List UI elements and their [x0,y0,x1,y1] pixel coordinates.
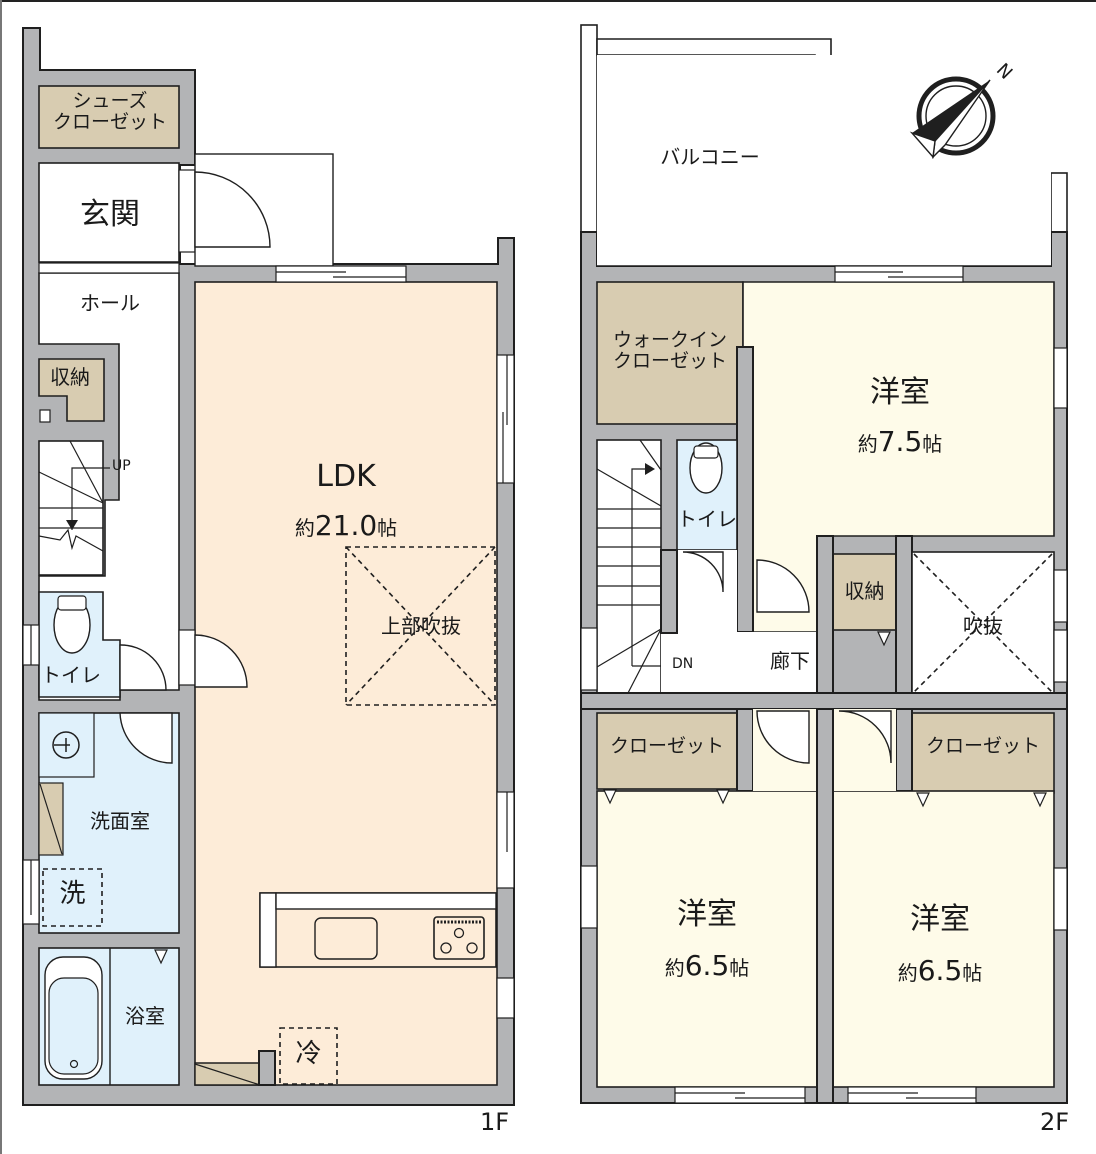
label-western-room-right-area: 約6.5帖 [897,954,983,987]
label-stairs-down: DN [672,656,694,672]
label-entrance: 玄関 [80,197,140,232]
floor-tag-1f: 1F [480,1108,510,1136]
image-border-top [0,0,1096,2]
1f-shoe-closet [38,85,180,149]
2f-western-room-left [596,790,819,1088]
stove-icon [433,916,485,960]
sink-icon [314,917,378,960]
floor-tag-2f: 2F [1040,1108,1070,1136]
label-corridor: 廊下 [770,649,810,673]
label-western-room-left: 洋室 [677,897,737,932]
label-ldk-area: 約21.0帖 [294,509,398,542]
label-void: 吹抜 [963,614,1003,638]
image-border-left [0,0,2,1154]
label-balcony: バルコニー [660,145,760,169]
label-stairs-up: UP [112,458,131,474]
label-open-ceiling-above: 上部吹抜 [381,614,461,638]
label-ldk: LDK [316,459,376,494]
label-washer-space: 洗 [59,879,86,909]
label-storage-2f: 収納 [844,579,885,603]
2f-walk-in-closet [596,281,744,425]
label-closet-right: クローゼット [925,735,1040,757]
2f-corridor [661,550,817,692]
2f-closet-right [911,712,1055,794]
label-toilet-1f: トイレ [41,663,101,687]
2f-toilet [676,439,738,551]
floor-2f [580,24,1068,1104]
1f-storage [38,358,105,422]
label-closet-left: クローゼット [609,735,724,757]
floor-1f [22,27,515,1106]
label-western-room-right: 洋室 [910,902,970,937]
label-fridge-space: 冷 [295,1039,322,1069]
north-arrow-icon [909,76,996,159]
label-shoe-closet: シューズ クローゼット [52,90,167,134]
label-washroom: 洗面室 [90,809,150,833]
label-walk-in-closet: ウォークイン クローゼット [612,329,727,373]
label-toilet-2f: トイレ [677,507,737,531]
label-western-room-left-area: 約6.5帖 [664,949,750,982]
2f-closet-left [596,712,738,790]
label-hall: ホール [80,291,140,315]
label-bathroom: 浴室 [125,1004,165,1028]
label-storage-1f: 収納 [50,365,90,389]
2f-western-room-right [832,790,1055,1088]
label-western-room-main-area: 約7.5帖 [857,425,943,458]
label-western-room-main: 洋室 [870,375,930,410]
